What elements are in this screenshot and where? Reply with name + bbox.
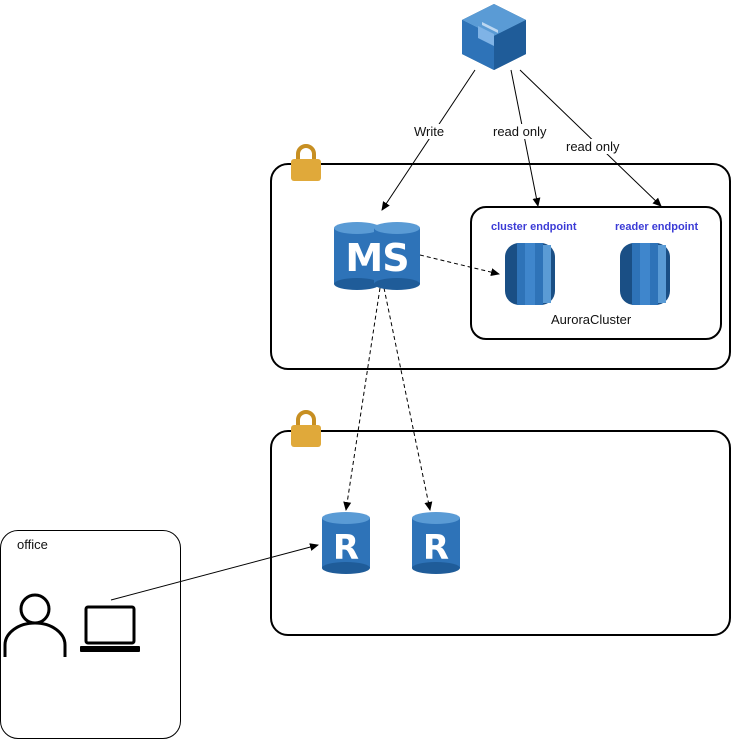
database-r-icon — [412, 512, 460, 574]
replica-1-label: R — [332, 528, 360, 568]
office-box — [0, 530, 181, 739]
lock-icon — [291, 410, 321, 447]
aurora-icon — [505, 243, 555, 305]
office-label: office — [17, 537, 48, 552]
edge-write — [381, 69, 476, 211]
aurora-cluster-label: AuroraCluster — [551, 312, 632, 327]
replica-2-label: R — [422, 528, 450, 568]
ms-db-label: MS — [345, 236, 409, 280]
lock-icon — [291, 144, 321, 181]
read-only-label-1: read only — [492, 124, 548, 139]
write-label: Write — [413, 124, 446, 139]
laptop-icon — [80, 605, 140, 652]
cube-icon — [462, 4, 526, 70]
edge-ms-to-replica-2 — [383, 287, 433, 511]
reader-endpoint-label: reader endpoint — [615, 221, 699, 233]
edge-ms-to-aurora — [419, 254, 500, 277]
edge-office-to-replica — [110, 543, 319, 601]
edge-read-only-reader — [519, 69, 662, 207]
database-ms-icon — [334, 222, 420, 290]
read-only-label-2: read only — [565, 139, 621, 154]
cluster-endpoint-label: cluster endpoint — [491, 221, 577, 233]
user-icon — [3, 593, 67, 657]
aurora-icon — [620, 243, 670, 305]
database-r-icon — [322, 512, 370, 574]
edge-ms-to-replica-1 — [343, 287, 381, 511]
